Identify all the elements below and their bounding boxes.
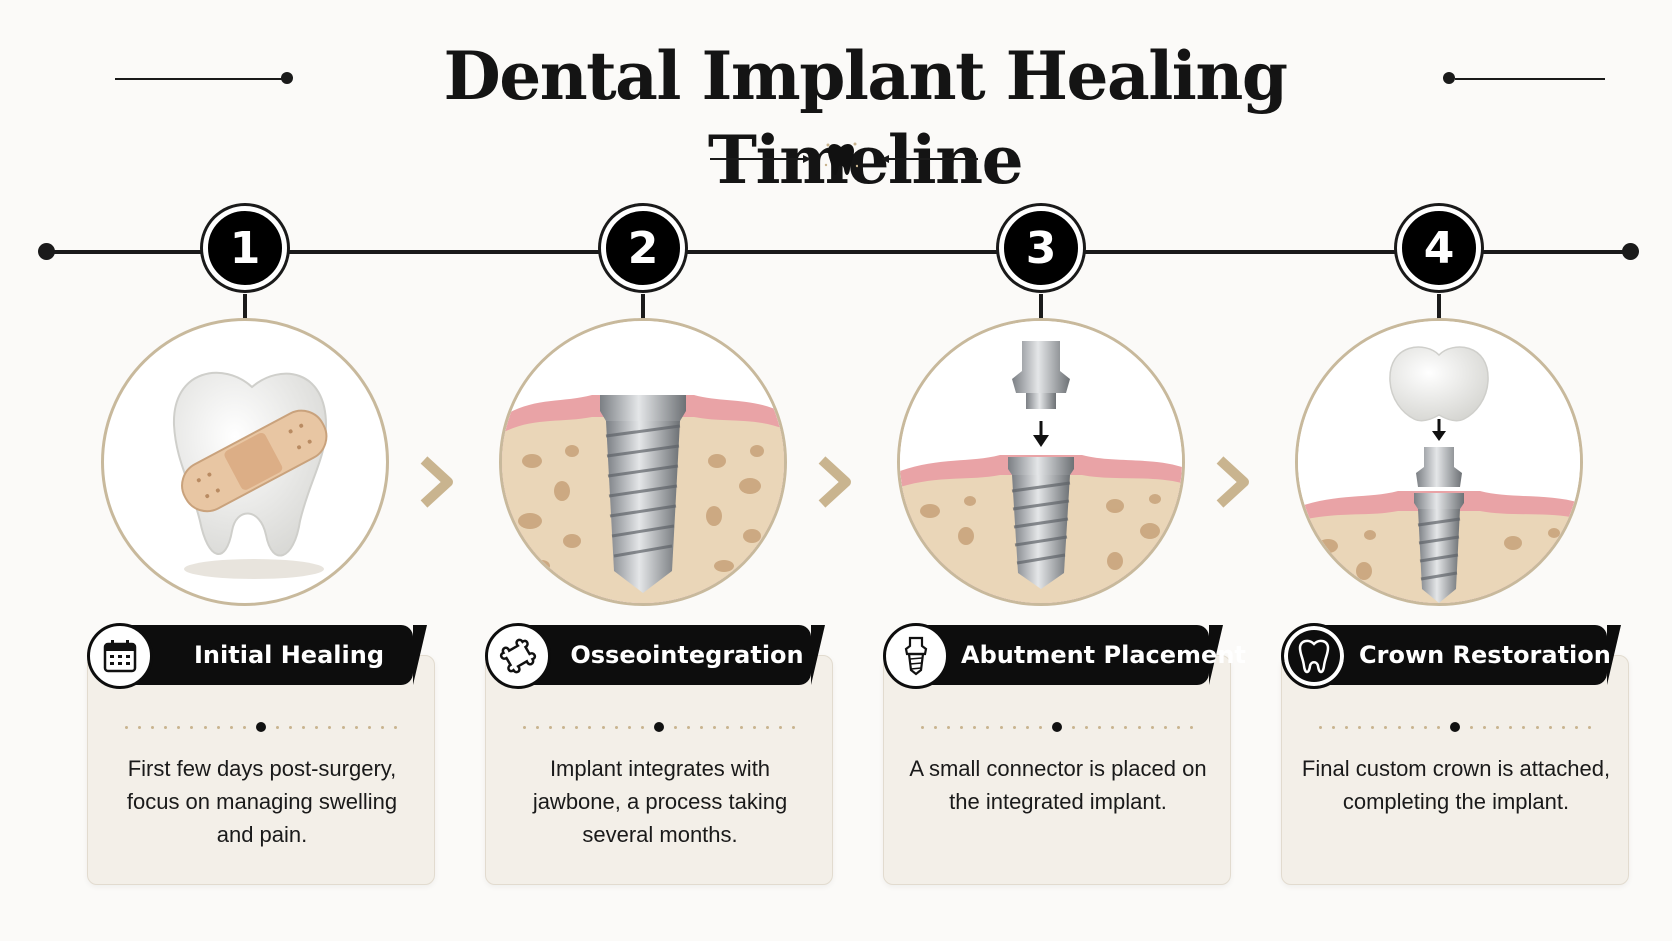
step-2: 2 [467,0,827,941]
step-description: A small connector is placed on the integ… [903,752,1213,818]
progress-dots [523,722,795,732]
tooth-icon [824,139,858,179]
illustration-implant-in-bone [499,318,787,606]
step-3: 3 [865,0,1225,941]
progress-dots [921,722,1193,732]
step-description: Final custom crown is attached, completi… [1301,752,1611,818]
calendar-icon [87,623,153,689]
illustration-bandaged-tooth [101,318,389,606]
progress-dots [1319,722,1591,732]
step-label: Crown Restoration [1359,625,1607,685]
abutment-icon [883,623,949,689]
step-number-badge: 1 [203,206,287,290]
step-1: 1 Initial Hea [69,0,429,941]
step-connector [1437,294,1441,320]
step-description: Implant integrates with jawbone, a proce… [505,752,815,851]
step-label: Initial Healing [165,625,413,685]
step-number-badge: 4 [1397,206,1481,290]
step-label: Abutment Placement [961,625,1209,685]
step-label: Osseointegration [563,625,811,685]
illustration-abutment-onto-implant [897,318,1185,606]
step-connector [641,294,645,320]
bone-icon [485,623,551,689]
step-number-badge: 2 [601,206,685,290]
step-connector [243,294,247,320]
timeline-end-dot [1622,243,1639,260]
progress-dots [125,722,397,732]
step-description: First few days post-surgery, focus on ma… [107,752,417,851]
step-4: 4 [1263,0,1623,941]
tooth-outline-icon [1281,623,1347,689]
timeline-start-dot [38,243,55,260]
step-number-badge: 3 [999,206,1083,290]
step-connector [1039,294,1043,320]
illustration-crown-onto-abutment [1295,318,1583,606]
